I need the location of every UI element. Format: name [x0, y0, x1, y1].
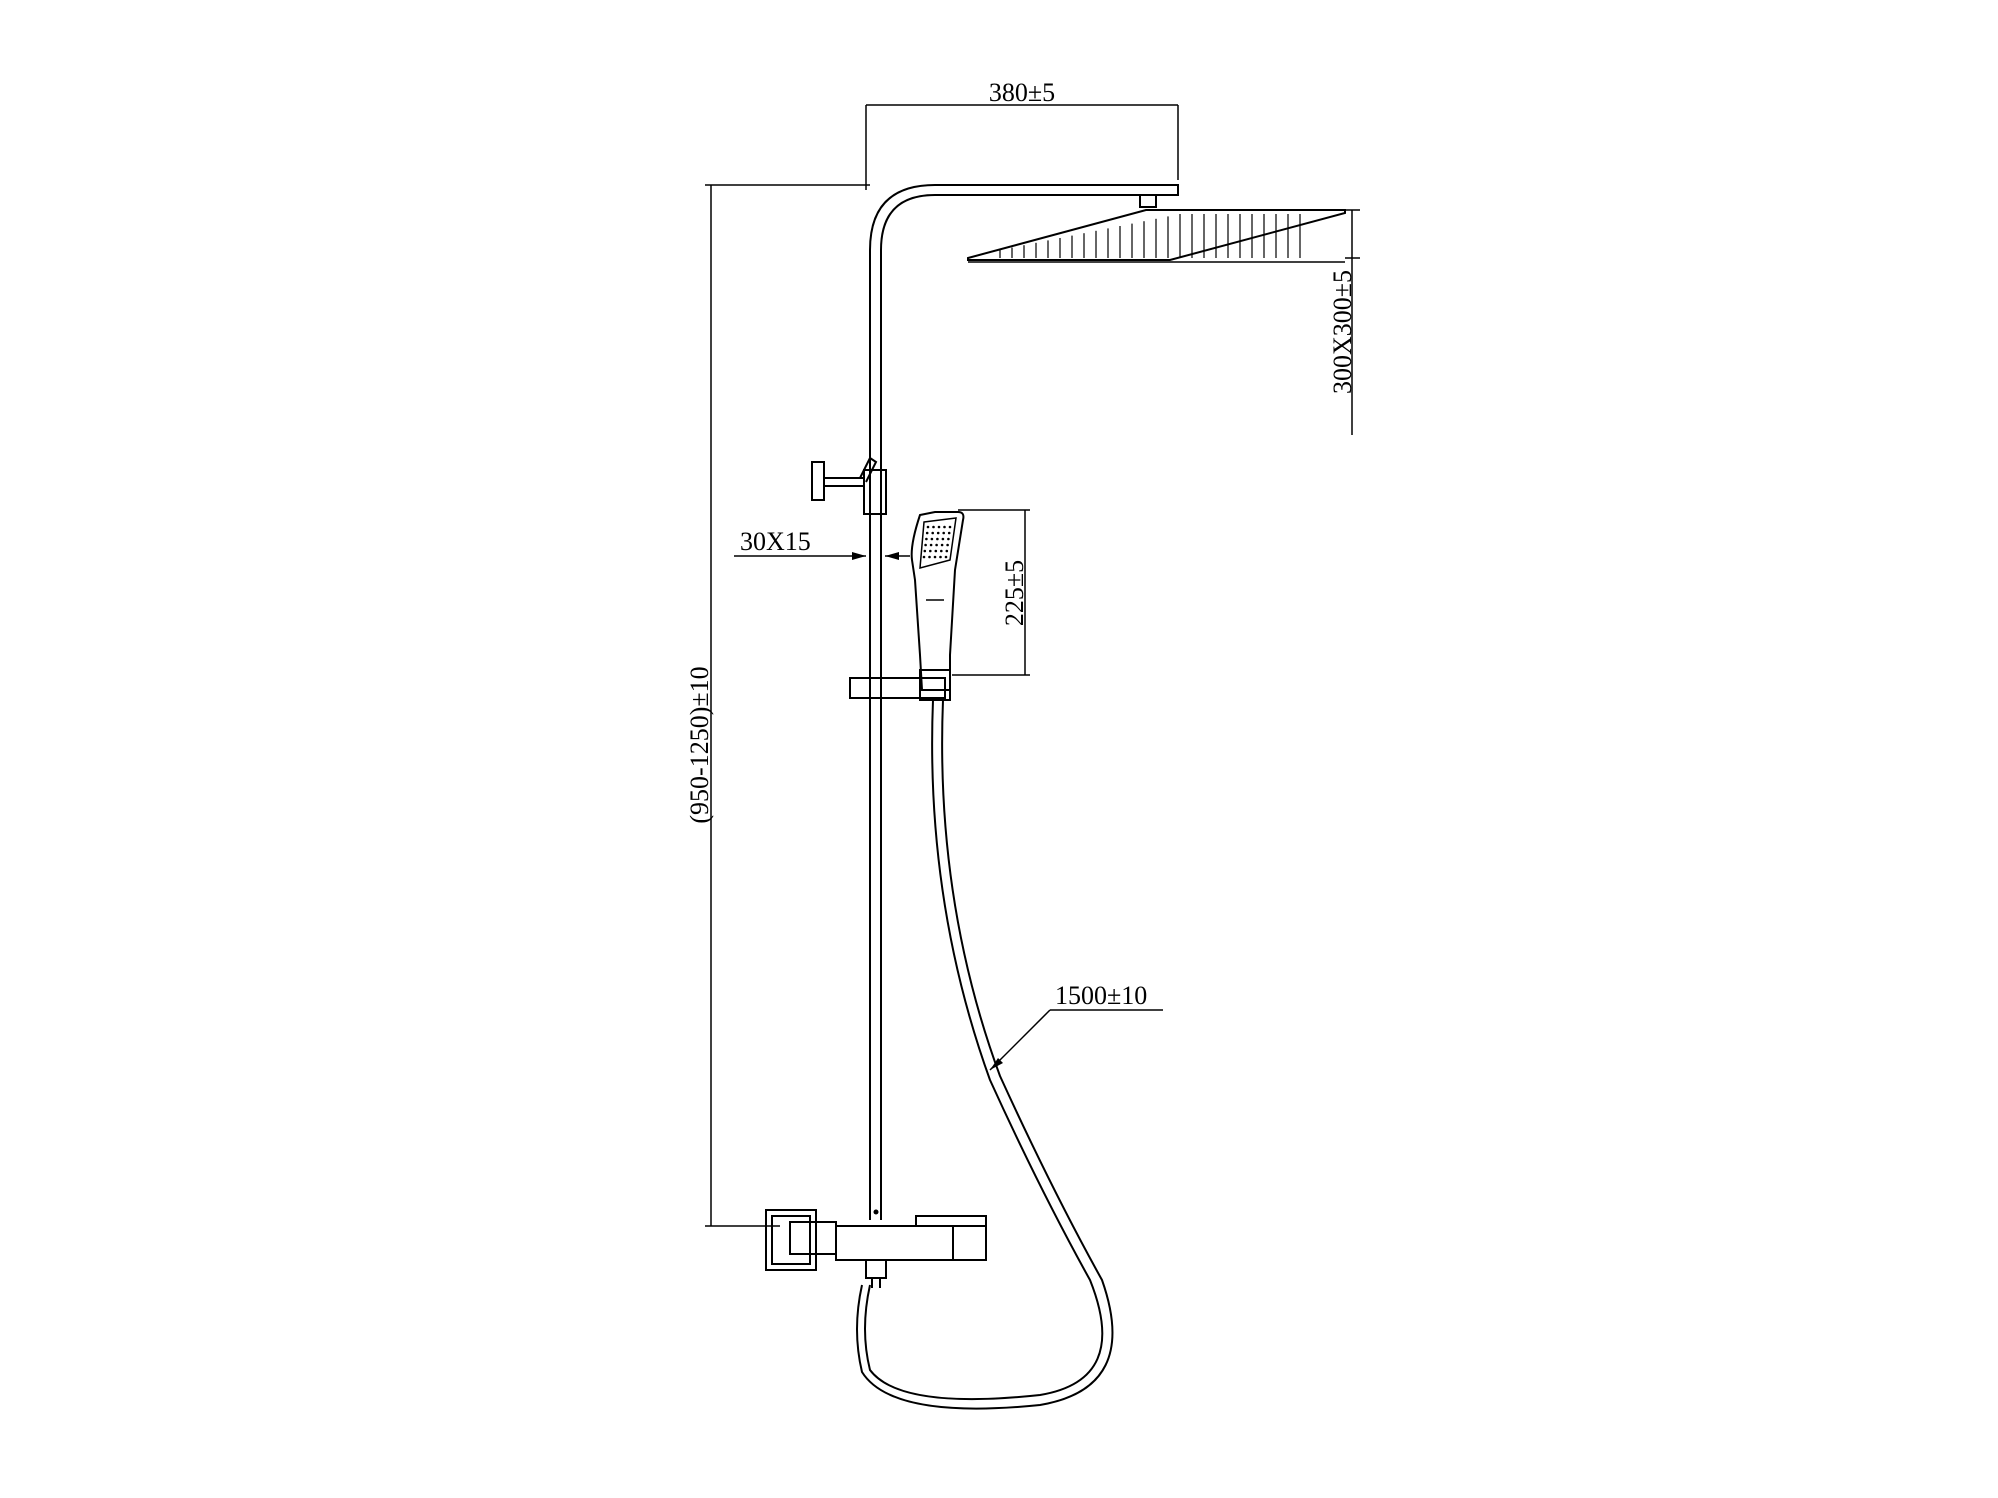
nozzle-dot	[944, 555, 948, 559]
nozzle-dot	[931, 531, 934, 535]
nozzle-row	[999, 214, 1301, 258]
nozzle-dot	[936, 531, 940, 535]
nozzle-dot	[940, 543, 944, 547]
head-size-dimension: 300X300±5	[1328, 209, 1360, 435]
rail-size-dimension: 30X15	[734, 527, 910, 560]
nozzle-dot	[939, 555, 942, 559]
nozzle-dot	[947, 531, 951, 535]
nozzle-dot	[942, 531, 945, 535]
hose-length-label: 1500±10	[1055, 981, 1147, 1010]
nozzle-dot	[932, 525, 935, 529]
thermostatic-mixer	[765, 1209, 987, 1288]
nozzle-dot	[934, 549, 938, 553]
nozzle-dot	[943, 525, 946, 529]
rain-shower-head	[967, 209, 1346, 263]
nozzle-dot	[925, 537, 928, 541]
head-size-label: 300X300±5	[1328, 270, 1357, 394]
nozzle-dot	[941, 537, 945, 541]
nozzle-dot	[928, 555, 931, 559]
slide-holder	[849, 669, 951, 701]
nozzle-dot	[922, 555, 926, 559]
nozzle-dot	[929, 543, 933, 547]
nozzle-dot	[924, 543, 927, 547]
handshower-length-dimension: 225±5	[952, 509, 1030, 676]
riser-hook	[811, 456, 887, 515]
nozzle-dot	[947, 537, 950, 541]
hand-shower-nozzles	[922, 525, 952, 559]
nozzle-dot	[935, 543, 938, 547]
hose-length-dimension: 1500±10	[989, 981, 1163, 1071]
nozzle-dot	[929, 549, 932, 553]
nozzle-dot	[940, 549, 943, 553]
height-range-dimension: (950-1250)±10	[685, 184, 870, 1227]
nozzle-dot	[926, 525, 930, 529]
height-range-label: (950-1250)±10	[685, 666, 714, 823]
nozzle-dot	[948, 525, 952, 529]
nozzle-dot	[930, 537, 934, 541]
arm-length-label: 380±5	[989, 78, 1055, 107]
nozzle-dot	[936, 537, 939, 541]
nozzle-dot	[923, 549, 927, 553]
nozzle-dot	[946, 543, 949, 547]
rail-size-label: 30X15	[740, 527, 811, 556]
handshower-length-label: 225±5	[1000, 560, 1029, 626]
nozzle-dot	[933, 555, 937, 559]
arm-length-dimension: 380±5	[865, 78, 1179, 190]
shower-arm	[869, 184, 1179, 1220]
nozzle-dot	[925, 531, 929, 535]
nozzle-dot	[945, 549, 949, 553]
hand-shower	[910, 511, 965, 691]
nozzle-dot	[937, 525, 941, 529]
hose	[856, 699, 1114, 1410]
